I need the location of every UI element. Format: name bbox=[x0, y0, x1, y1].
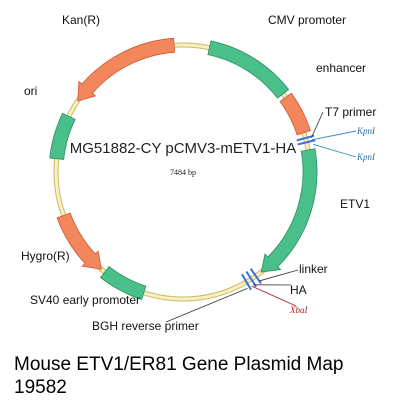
site-label-kpn1-second: KpnI bbox=[356, 152, 376, 162]
plasmid-name: MG51882-CY pCMV3-mETV1-HA bbox=[70, 140, 296, 157]
linker-leader bbox=[259, 269, 299, 282]
feature-label-kan: Kan(R) bbox=[62, 13, 100, 27]
etv1-arc bbox=[260, 148, 318, 273]
feature-label-t7: T7 primer bbox=[325, 105, 376, 119]
ori-arc bbox=[49, 112, 76, 160]
plasmid-map: CMV promoter enhancer T7 primer ETV1 lin… bbox=[21, 13, 376, 333]
site-label-kpn1-first: KpnI bbox=[356, 126, 376, 136]
feature-label-sv40: SV40 early promoter bbox=[30, 293, 140, 307]
cmv-promoter-arc bbox=[207, 40, 290, 99]
plasmid-size: 7484 bp bbox=[170, 168, 196, 177]
t7-primer-mark bbox=[296, 134, 315, 142]
kpn1-second-leader bbox=[312, 143, 357, 158]
t7-leader bbox=[311, 111, 324, 138]
feature-label-enhancer: enhancer bbox=[316, 61, 366, 75]
caption-catalog-number: 19582 bbox=[14, 377, 67, 398]
feature-label-etv1: ETV1 bbox=[340, 197, 370, 211]
ha-mark bbox=[245, 270, 257, 288]
bgh-leader bbox=[165, 287, 248, 323]
enhancer-arc bbox=[279, 92, 311, 136]
kan-arc bbox=[77, 37, 176, 102]
xba1-leader bbox=[251, 285, 297, 307]
feature-label-hygro: Hygro(R) bbox=[21, 249, 70, 263]
feature-label-bgh: BGH reverse primer bbox=[92, 319, 199, 333]
bgh-primer-mark bbox=[241, 273, 252, 291]
feature-label-cmv: CMV promoter bbox=[268, 13, 346, 27]
feature-label-linker: linker bbox=[299, 262, 328, 276]
t7-primer-mark-2 bbox=[297, 139, 316, 146]
site-label-xba1: XbaI bbox=[289, 305, 308, 315]
sv40-promoter-arc bbox=[99, 265, 147, 300]
kpn1-first-leader bbox=[311, 130, 357, 141]
caption-title: Mouse ETV1/ER81 Gene Plasmid Map bbox=[14, 354, 344, 375]
hygro-arc bbox=[56, 212, 102, 270]
feature-label-ha: HA bbox=[290, 283, 307, 297]
caption: Mouse ETV1/ER81 Gene Plasmid Map 19582 bbox=[14, 353, 404, 399]
feature-label-ori: ori bbox=[24, 84, 37, 98]
